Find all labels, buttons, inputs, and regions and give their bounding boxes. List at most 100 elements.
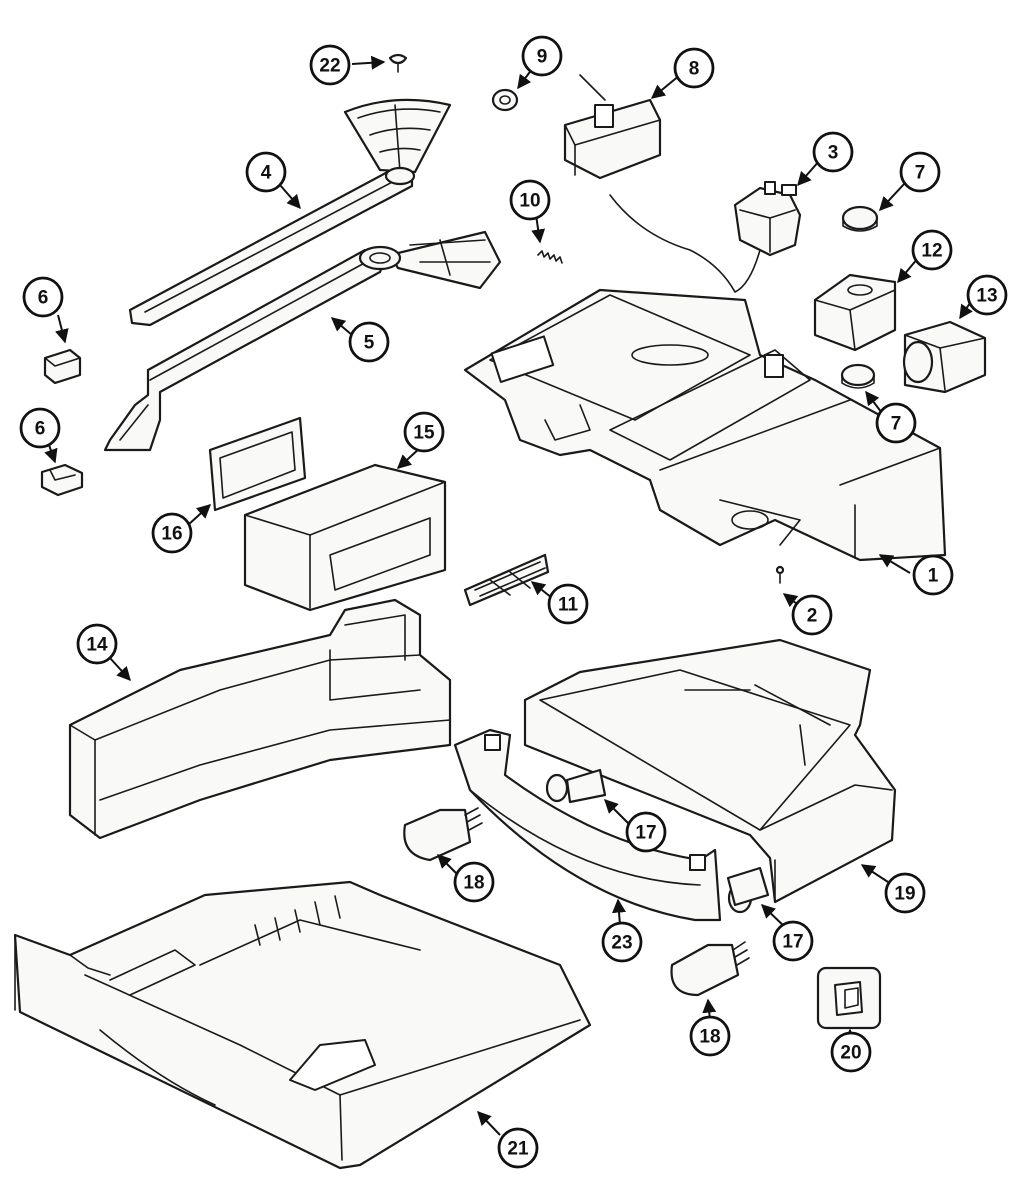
callout-16: 16 xyxy=(151,512,193,554)
clip-part-upper xyxy=(43,348,82,385)
leader-22 xyxy=(351,55,386,70)
svg-text:18: 18 xyxy=(463,873,484,894)
leader-4 xyxy=(279,184,301,210)
light-bulb-part-lower xyxy=(670,941,750,997)
knob-part xyxy=(491,88,519,112)
svg-text:17: 17 xyxy=(782,932,803,953)
air-duct-housing-part xyxy=(68,598,452,840)
callout-11: 11 xyxy=(547,583,589,625)
leader-11 xyxy=(530,581,553,599)
thermostat-part xyxy=(609,181,802,293)
leader-13 xyxy=(959,302,973,320)
callout-19: 19 xyxy=(884,872,926,914)
leader-17a xyxy=(604,799,631,826)
leader-8 xyxy=(650,74,681,99)
callout-17-lower: 17 xyxy=(772,920,814,962)
leader-21 xyxy=(477,1110,501,1136)
callout-2: 2 xyxy=(791,594,833,636)
lamp-shield-part xyxy=(453,728,722,922)
crisper-frame-part xyxy=(523,638,897,904)
damper-arm-upper-part xyxy=(128,98,452,327)
svg-text:7: 7 xyxy=(891,414,902,435)
svg-text:13: 13 xyxy=(976,286,997,307)
light-bulb-part-upper xyxy=(403,807,483,862)
duct-part xyxy=(243,463,447,612)
svg-text:16: 16 xyxy=(161,524,182,545)
svg-text:21: 21 xyxy=(507,1139,529,1160)
svg-text:19: 19 xyxy=(894,884,915,905)
svg-text:23: 23 xyxy=(611,933,632,954)
callout-9: 9 xyxy=(521,35,563,77)
svg-text:17: 17 xyxy=(635,823,656,844)
callout-12: 12 xyxy=(911,229,953,271)
svg-text:9: 9 xyxy=(537,47,548,68)
leader-12 xyxy=(897,257,919,284)
callout-6-upper: 6 xyxy=(22,276,64,318)
filter-grille-part xyxy=(463,553,550,607)
leader-23 xyxy=(612,898,626,926)
svg-text:20: 20 xyxy=(840,1043,861,1064)
callout-18-upper: 18 xyxy=(453,861,495,903)
callout-23: 23 xyxy=(601,921,643,963)
svg-text:11: 11 xyxy=(558,595,579,616)
svg-text:10: 10 xyxy=(519,191,540,212)
callout-14: 14 xyxy=(76,623,118,665)
leader-19 xyxy=(860,864,889,883)
svg-text:6: 6 xyxy=(35,419,46,440)
svg-text:22: 22 xyxy=(319,56,340,77)
callout-15: 15 xyxy=(403,411,445,453)
lamp-socket-part-upper xyxy=(545,768,607,804)
gasket-part xyxy=(208,416,307,512)
callout-7-upper: 7 xyxy=(899,151,941,193)
callout-17-upper: 17 xyxy=(625,811,667,853)
gear-knob-part-lower xyxy=(840,363,876,389)
callout-21: 21 xyxy=(497,1127,539,1169)
callout-4: 4 xyxy=(245,151,287,193)
leader-7b xyxy=(865,390,883,414)
leader-18a xyxy=(437,854,459,876)
callout-5: 5 xyxy=(348,321,390,363)
timer-part xyxy=(813,273,897,352)
gear-knob-part-upper xyxy=(841,205,879,232)
leader-16 xyxy=(187,504,212,526)
svg-text:12: 12 xyxy=(921,241,942,262)
leader-1 xyxy=(878,554,911,574)
screw-part xyxy=(388,53,408,73)
clip-part-lower xyxy=(40,463,84,497)
svg-text:5: 5 xyxy=(364,333,375,354)
crisper-cover-part xyxy=(13,880,592,1170)
leader-14 xyxy=(109,657,131,682)
svg-text:2: 2 xyxy=(807,606,818,627)
callout-6-lower: 6 xyxy=(19,407,61,449)
control-box-part xyxy=(563,74,662,180)
svg-text:15: 15 xyxy=(413,423,435,444)
lamp-socket-part-lower xyxy=(726,866,770,914)
spring-part xyxy=(537,250,563,264)
svg-text:6: 6 xyxy=(38,288,49,309)
control-housing-part xyxy=(463,288,947,562)
callout-1: 1 xyxy=(912,554,954,596)
svg-text:1: 1 xyxy=(928,566,939,587)
leader-7a xyxy=(879,182,906,212)
screw-part-small xyxy=(775,565,785,584)
svg-text:14: 14 xyxy=(86,635,108,656)
damper-motor-part xyxy=(902,320,987,394)
svg-text:4: 4 xyxy=(261,163,272,184)
callout-18-lower: 18 xyxy=(689,1015,731,1057)
switch-part xyxy=(816,966,882,1030)
leader-15 xyxy=(396,447,421,469)
leader-10 xyxy=(531,214,546,244)
leader-6a xyxy=(55,314,69,344)
callout-10: 10 xyxy=(509,179,551,221)
leader-5 xyxy=(330,317,353,336)
callout-20: 20 xyxy=(830,1031,872,1073)
svg-text:18: 18 xyxy=(699,1027,720,1048)
callout-8: 8 xyxy=(673,47,715,89)
svg-text:7: 7 xyxy=(915,163,926,184)
callout-7-lower: 7 xyxy=(875,402,917,444)
svg-text:3: 3 xyxy=(828,143,839,164)
callout-22: 22 xyxy=(309,44,351,86)
damper-arm-lower-part xyxy=(103,230,502,452)
leader-3 xyxy=(797,159,821,187)
